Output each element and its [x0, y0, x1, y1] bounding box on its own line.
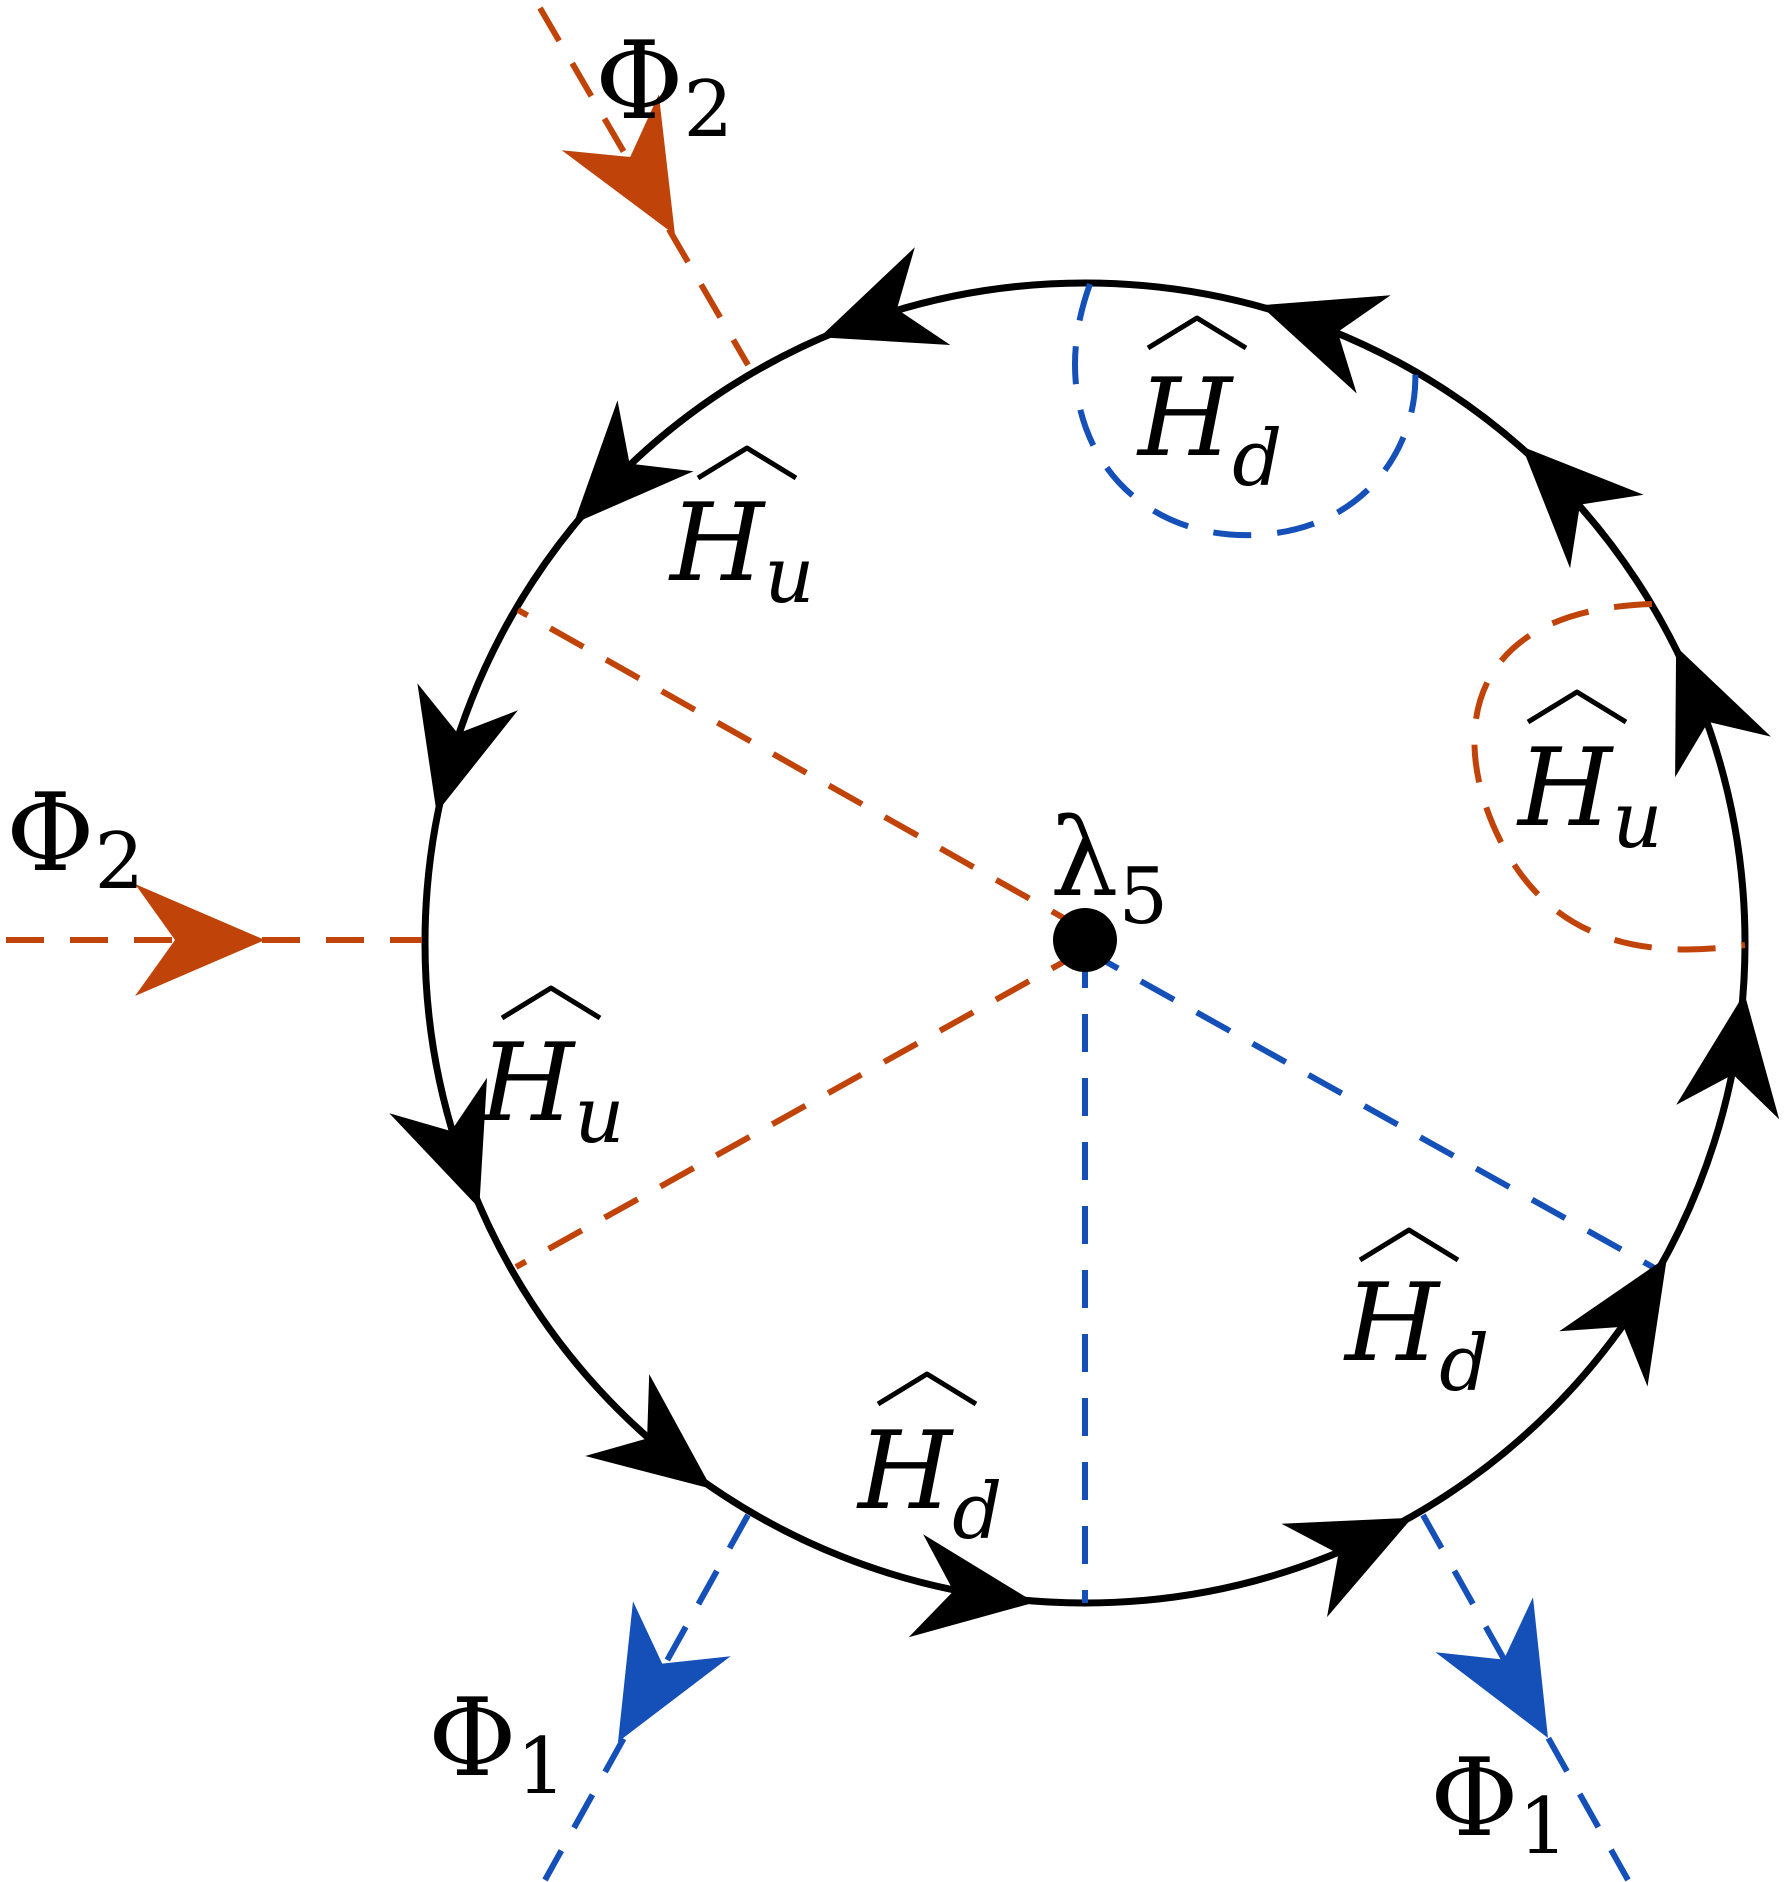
phi2-propagators: [6, 6, 1746, 1270]
arrowheads: [135, 94, 1780, 1742]
loop-arrow-1: [819, 247, 951, 345]
loop-arrow-6: [585, 1374, 712, 1489]
loop-arrow-7: [908, 1534, 1035, 1638]
phi2-left-arrow: [135, 884, 265, 996]
hu-self-energy-loop: [1471, 601, 1746, 953]
label-hu-top: Hu: [668, 481, 814, 621]
hat-hu-left: [500, 985, 602, 1021]
lambda5-vertex: [1053, 908, 1117, 972]
label-lambda5: λ5: [1050, 796, 1168, 942]
hat-hu-top: [696, 445, 798, 481]
label-phi1-right: Φ1: [1430, 1736, 1568, 1872]
hat-hd-bottom-right: [1358, 1227, 1460, 1263]
hu-internal-upper: [516, 607, 1087, 933]
phi1-right-arrow: [1435, 1597, 1548, 1738]
loop-arrow-8: [1281, 1517, 1413, 1618]
label-phi1-left: Φ1: [428, 1676, 566, 1812]
hat-hd-top-loop: [1146, 315, 1248, 351]
label-hd-bottom-right: Hd: [1343, 1261, 1489, 1409]
loop-arrow-9: [1559, 1257, 1667, 1387]
loop-arrow-10: [1676, 993, 1780, 1120]
loop-arrow-5: [389, 1077, 487, 1209]
loop-arrow-4: [417, 683, 518, 813]
label-hu-left: Hu: [478, 1021, 624, 1161]
hat-hu-right-loop: [1526, 689, 1628, 725]
loop-arrow-3: [573, 400, 694, 524]
phi2-top-arrow: [561, 94, 675, 236]
label-hd-top-loop: Hd: [1136, 356, 1282, 504]
label-phi2-left: Φ2: [6, 771, 144, 907]
hu-internal-lower: [514, 947, 1087, 1270]
label-hu-right-loop: Hu: [1516, 726, 1662, 866]
hat-accents: [500, 315, 1628, 1407]
label-phi2-top: Φ2: [595, 19, 733, 155]
loop-arrow-11: [1675, 646, 1771, 778]
phi1-left-arrow: [618, 1601, 731, 1742]
hat-hd-bottom: [876, 1371, 978, 1407]
loop-arrow-12: [1522, 446, 1644, 569]
loop-arrow-2: [1260, 295, 1391, 394]
label-hd-bottom: Hd: [856, 1409, 1002, 1557]
hd-internal-right: [1083, 947, 1660, 1273]
hd-self-energy-loop: [1072, 282, 1419, 539]
